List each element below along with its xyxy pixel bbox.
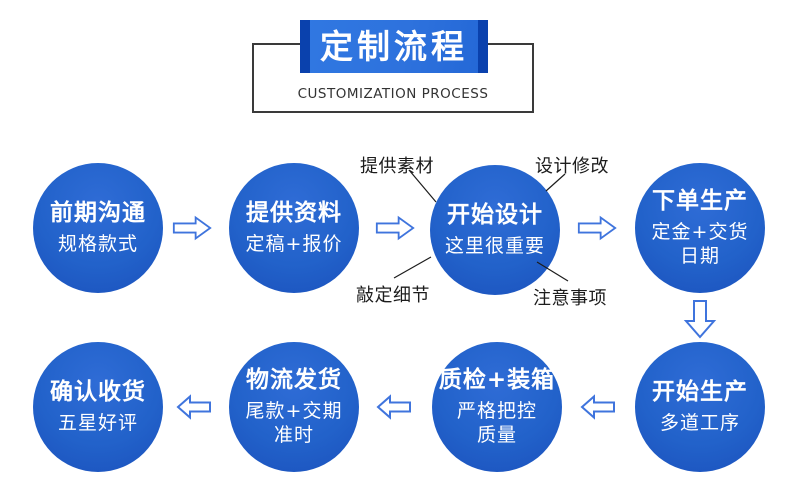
step-title: 提供资料 (246, 200, 342, 227)
step-title: 下单生产 (652, 187, 748, 214)
step-title: 确认收货 (50, 379, 146, 406)
step-circle-1: 前期沟通 规格款式 (33, 163, 163, 293)
step-circle-5: 开始生产 多道工序 (635, 342, 765, 472)
step-title: 前期沟通 (50, 200, 146, 227)
banner-right-fold (478, 20, 488, 73)
step-circle-3: 开始设计 这里很重要 (430, 165, 560, 295)
annotation-label: 提供素材 (360, 156, 434, 177)
step-circle-8: 确认收货 五星好评 (33, 342, 163, 472)
annotation-line (393, 256, 432, 279)
annotation-label: 注意事项 (533, 288, 607, 309)
step-circle-4: 下单生产 定金+交货 日期 (635, 163, 765, 293)
annotation-label: 设计修改 (535, 156, 609, 177)
step-circle-2: 提供资料 定稿+报价 (229, 163, 359, 293)
arrow-left-icon (176, 394, 211, 420)
annotation-label: 敲定细节 (356, 285, 430, 306)
banner-left-fold (300, 20, 310, 73)
step-title: 物流发货 (246, 366, 342, 393)
arrow-right-icon (375, 215, 415, 241)
step-circle-6: 质检+装箱 严格把控 质量 (432, 342, 562, 472)
page-subtitle: CUSTOMIZATION PROCESS (297, 86, 489, 102)
arrow-right-icon (577, 215, 617, 241)
step-subtitle: 定稿+报价 (245, 233, 343, 256)
step-subtitle: 多道工序 (659, 412, 740, 435)
arrow-left-icon (376, 394, 411, 420)
step-subtitle: 严格把控 质量 (456, 399, 537, 447)
arrow-down-icon (683, 300, 717, 339)
step-title: 开始设计 (447, 202, 543, 229)
title-banner: 定制流程 (300, 20, 488, 73)
step-subtitle: 五星好评 (57, 412, 138, 435)
step-subtitle: 定金+交货 日期 (651, 220, 749, 268)
step-title: 开始生产 (652, 379, 748, 406)
arrow-right-icon (172, 215, 212, 241)
step-subtitle: 规格款式 (57, 233, 138, 256)
step-title: 质检+装箱 (438, 366, 556, 393)
step-subtitle: 这里很重要 (444, 235, 545, 258)
step-circle-7: 物流发货 尾款+交期 准时 (229, 342, 359, 472)
step-subtitle: 尾款+交期 准时 (245, 399, 343, 447)
arrow-left-icon (580, 394, 615, 420)
page-title: 定制流程 (320, 27, 468, 66)
